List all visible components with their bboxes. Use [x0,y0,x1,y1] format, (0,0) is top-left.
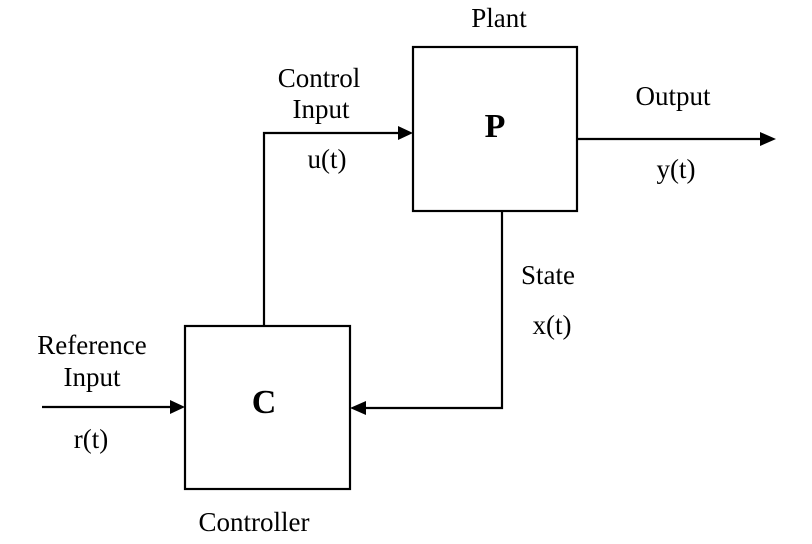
control-input-label-line2: Input [293,94,350,124]
output-label: Output [635,81,711,111]
control-input-arrowhead [398,126,413,140]
state-feedback-arrowhead [350,401,366,415]
reference-input-label-line1: Reference [37,330,146,360]
output-arrowhead [760,132,776,146]
control-input-label-line1: Control [278,63,361,93]
plant-block [411,45,579,213]
control-input-line [262,131,400,326]
controller-symbol: C [252,384,277,421]
state-label: State [521,260,575,290]
plant-symbol: P [485,108,506,145]
state-feedback-line [364,211,504,410]
reference-input-label-line2: Input [64,362,121,392]
plant-title: Plant [471,3,527,33]
reference-input-arrowhead [170,400,185,414]
control-input-signal: u(t) [308,144,347,174]
output-signal: y(t) [657,154,696,184]
state-signal: x(t) [533,310,572,340]
reference-input-signal: r(t) [74,424,108,454]
controller-block [183,324,352,491]
controller-title: Controller [199,507,310,537]
